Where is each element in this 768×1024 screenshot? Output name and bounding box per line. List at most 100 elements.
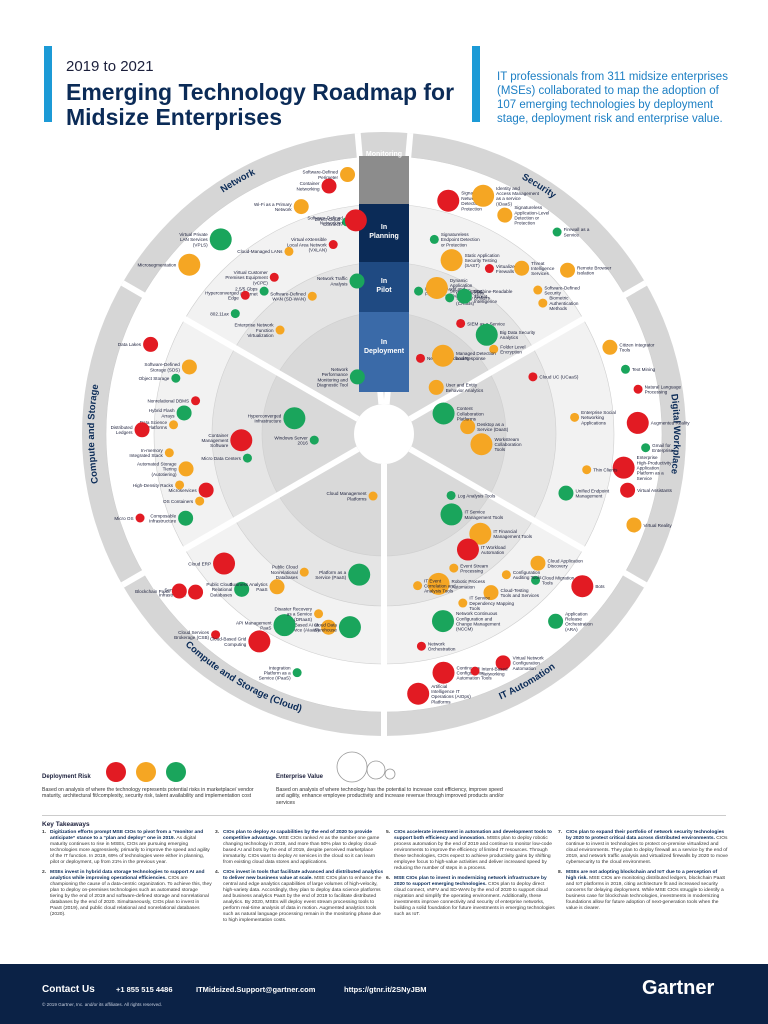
takeaway-number: 3. [215, 830, 220, 835]
technology-item: Augmented Reality [626, 411, 690, 434]
takeaway-number: 5. [386, 830, 391, 835]
takeaway-number: 6. [386, 876, 391, 881]
technology-bubble-amber [533, 285, 543, 295]
technology-bubble-amber [560, 262, 576, 278]
technology-bubble-red [344, 209, 367, 232]
technology-bubble-red [484, 264, 494, 274]
technology-bubble-green [292, 668, 302, 678]
technology-bubble-amber [602, 339, 618, 355]
takeaways-column-1: 1.Digitization efforts prompt MSE CIOs t… [42, 830, 212, 922]
technology-bubble-amber [181, 359, 197, 375]
technology-bubble-amber [164, 448, 174, 458]
technology-bubble-red [248, 630, 271, 653]
takeaway-heading: CIOs accelerate investment in automation… [394, 830, 552, 841]
technology-bubble-red [191, 396, 201, 406]
technology-bubble-red [571, 575, 594, 598]
technology-bubble-amber [501, 570, 511, 580]
sector-divider [408, 280, 648, 422]
years-label: 2019 to 2021 [66, 58, 154, 75]
intro-text: IT professionals from 311 midsize enterp… [497, 71, 728, 125]
technology-bubble-amber [538, 298, 548, 308]
phone-number[interactable]: +1 855 515 4486 [116, 985, 173, 994]
value-low-circle [384, 768, 396, 780]
gartner-url-link[interactable]: https://gtnr.it/2SNyJBM [344, 985, 427, 994]
stage-label: Monitoring [366, 151, 402, 158]
technology-label: Cloud ERP [188, 561, 211, 566]
technology-item: Virtual Assistants [620, 482, 673, 498]
support-email-link[interactable]: ITMidsized.Support@gartner.com [196, 985, 316, 994]
sector-label: Compute and Storage [86, 383, 101, 484]
contact-us-label: Contact Us [42, 984, 95, 995]
technology-bubble-red [437, 189, 460, 212]
technology-bubble-red [321, 178, 337, 194]
technology-item: Cloud ERP [188, 552, 236, 575]
title-accent-bar [44, 46, 52, 122]
technology-bubble-green [429, 234, 439, 244]
takeaway-body: CIOs are championing the cause of a data… [50, 876, 212, 917]
technology-bubble-green [259, 286, 269, 296]
technology-bubble-red [456, 318, 466, 328]
takeaway-item: 2.MSEs invest in hybrid data storage tec… [42, 870, 212, 918]
takeaway-number: 4. [215, 870, 220, 875]
technology-bubble-red [416, 641, 426, 651]
takeaway-item: 7.CIOs plan to expand their portfolio of… [558, 830, 728, 866]
takeaway-item: 6.MSE CIOs plan to invest in modernizing… [386, 876, 556, 918]
technology-item: Micro OS [114, 513, 145, 523]
technology-bubble-amber [340, 167, 356, 183]
technology-bubble-green [641, 443, 651, 453]
technology-bubble-amber [178, 461, 194, 477]
technology-label: Log Analysis Tools [458, 493, 496, 498]
stage-column-2 [359, 204, 409, 262]
takeaway-heading: MSEs invest in hybrid data storage techn… [50, 870, 205, 881]
technology-bubble-amber [314, 609, 324, 619]
technology-label: Micro Data Centers [201, 456, 241, 461]
takeaways-column-2: 3.CIOs plan to deploy AI capabilities by… [215, 830, 385, 928]
technology-item: Object Storage [139, 373, 181, 383]
enterprise-value-description: Based on analysis of where technology ha… [276, 787, 505, 806]
copyright: © 2019 Gartner, Inc. and/or its affiliat… [42, 1002, 162, 1007]
technology-bubble-green [178, 510, 194, 526]
technology-item: 802.11ax [210, 309, 240, 319]
technology-item: Microsegmentation [137, 253, 201, 276]
enterprise-value-label: Enterprise Value [276, 774, 324, 780]
technology-bubble-amber [497, 207, 513, 223]
